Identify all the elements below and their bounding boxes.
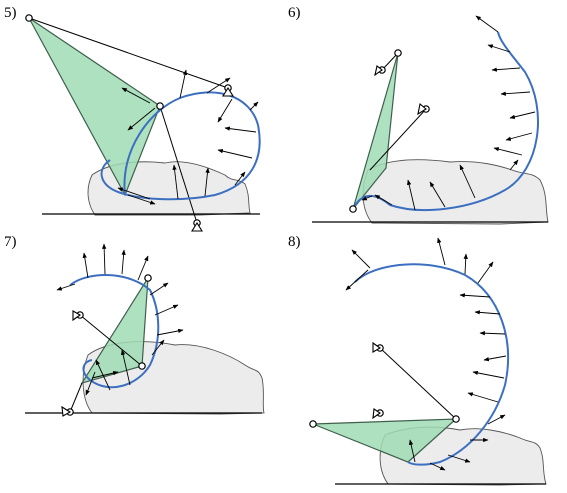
link-8a	[379, 347, 457, 420]
velocity-arrows-7	[56, 243, 184, 396]
link-6b	[369, 108, 427, 171]
coupler-triangle-8	[312, 418, 458, 463]
velocity-arrows-8	[345, 237, 507, 471]
support-6b	[417, 102, 427, 116]
coupler-curve-5	[100, 91, 261, 201]
panel-8: 8)	[288, 234, 547, 486]
joint-7a	[144, 274, 152, 282]
panel-6: 6)	[288, 5, 549, 225]
link-6a	[381, 52, 399, 71]
coupler-triangle-5	[28, 17, 161, 197]
joint-6a	[394, 49, 402, 57]
support-8a	[372, 341, 382, 353]
joint-8a	[309, 420, 317, 428]
link-7a	[79, 314, 143, 367]
coupler-triangle-6	[352, 52, 399, 210]
rock-6	[362, 159, 549, 225]
coupler-triangle-7	[80, 277, 149, 385]
coupler-curve-8	[354, 263, 509, 466]
support-7b	[61, 405, 72, 417]
panel-7-label: 7)	[4, 234, 17, 250]
link-7b	[69, 382, 83, 413]
joint-8b	[452, 415, 460, 423]
velocity-arrows-5	[117, 69, 259, 205]
panel-8-label: 8)	[288, 234, 301, 250]
link-5a	[28, 17, 229, 89]
panel-6-label: 6)	[288, 5, 301, 21]
coupler-curve-7	[69, 274, 160, 389]
support-8b	[372, 408, 381, 420]
joint-6b	[349, 205, 357, 213]
joint-7b	[138, 362, 146, 370]
joint-5b	[156, 102, 164, 110]
link-5b	[159, 105, 198, 224]
support-6a	[374, 65, 383, 77]
velocity-arrows-6	[361, 15, 536, 211]
panel-5-label: 5)	[4, 5, 17, 21]
support-7a	[72, 310, 82, 322]
support-5a	[222, 86, 234, 97]
support-5b	[191, 221, 203, 232]
joint-5a	[25, 14, 33, 22]
panel-5: 5)	[4, 5, 261, 232]
panel-7: 7)	[4, 234, 265, 417]
